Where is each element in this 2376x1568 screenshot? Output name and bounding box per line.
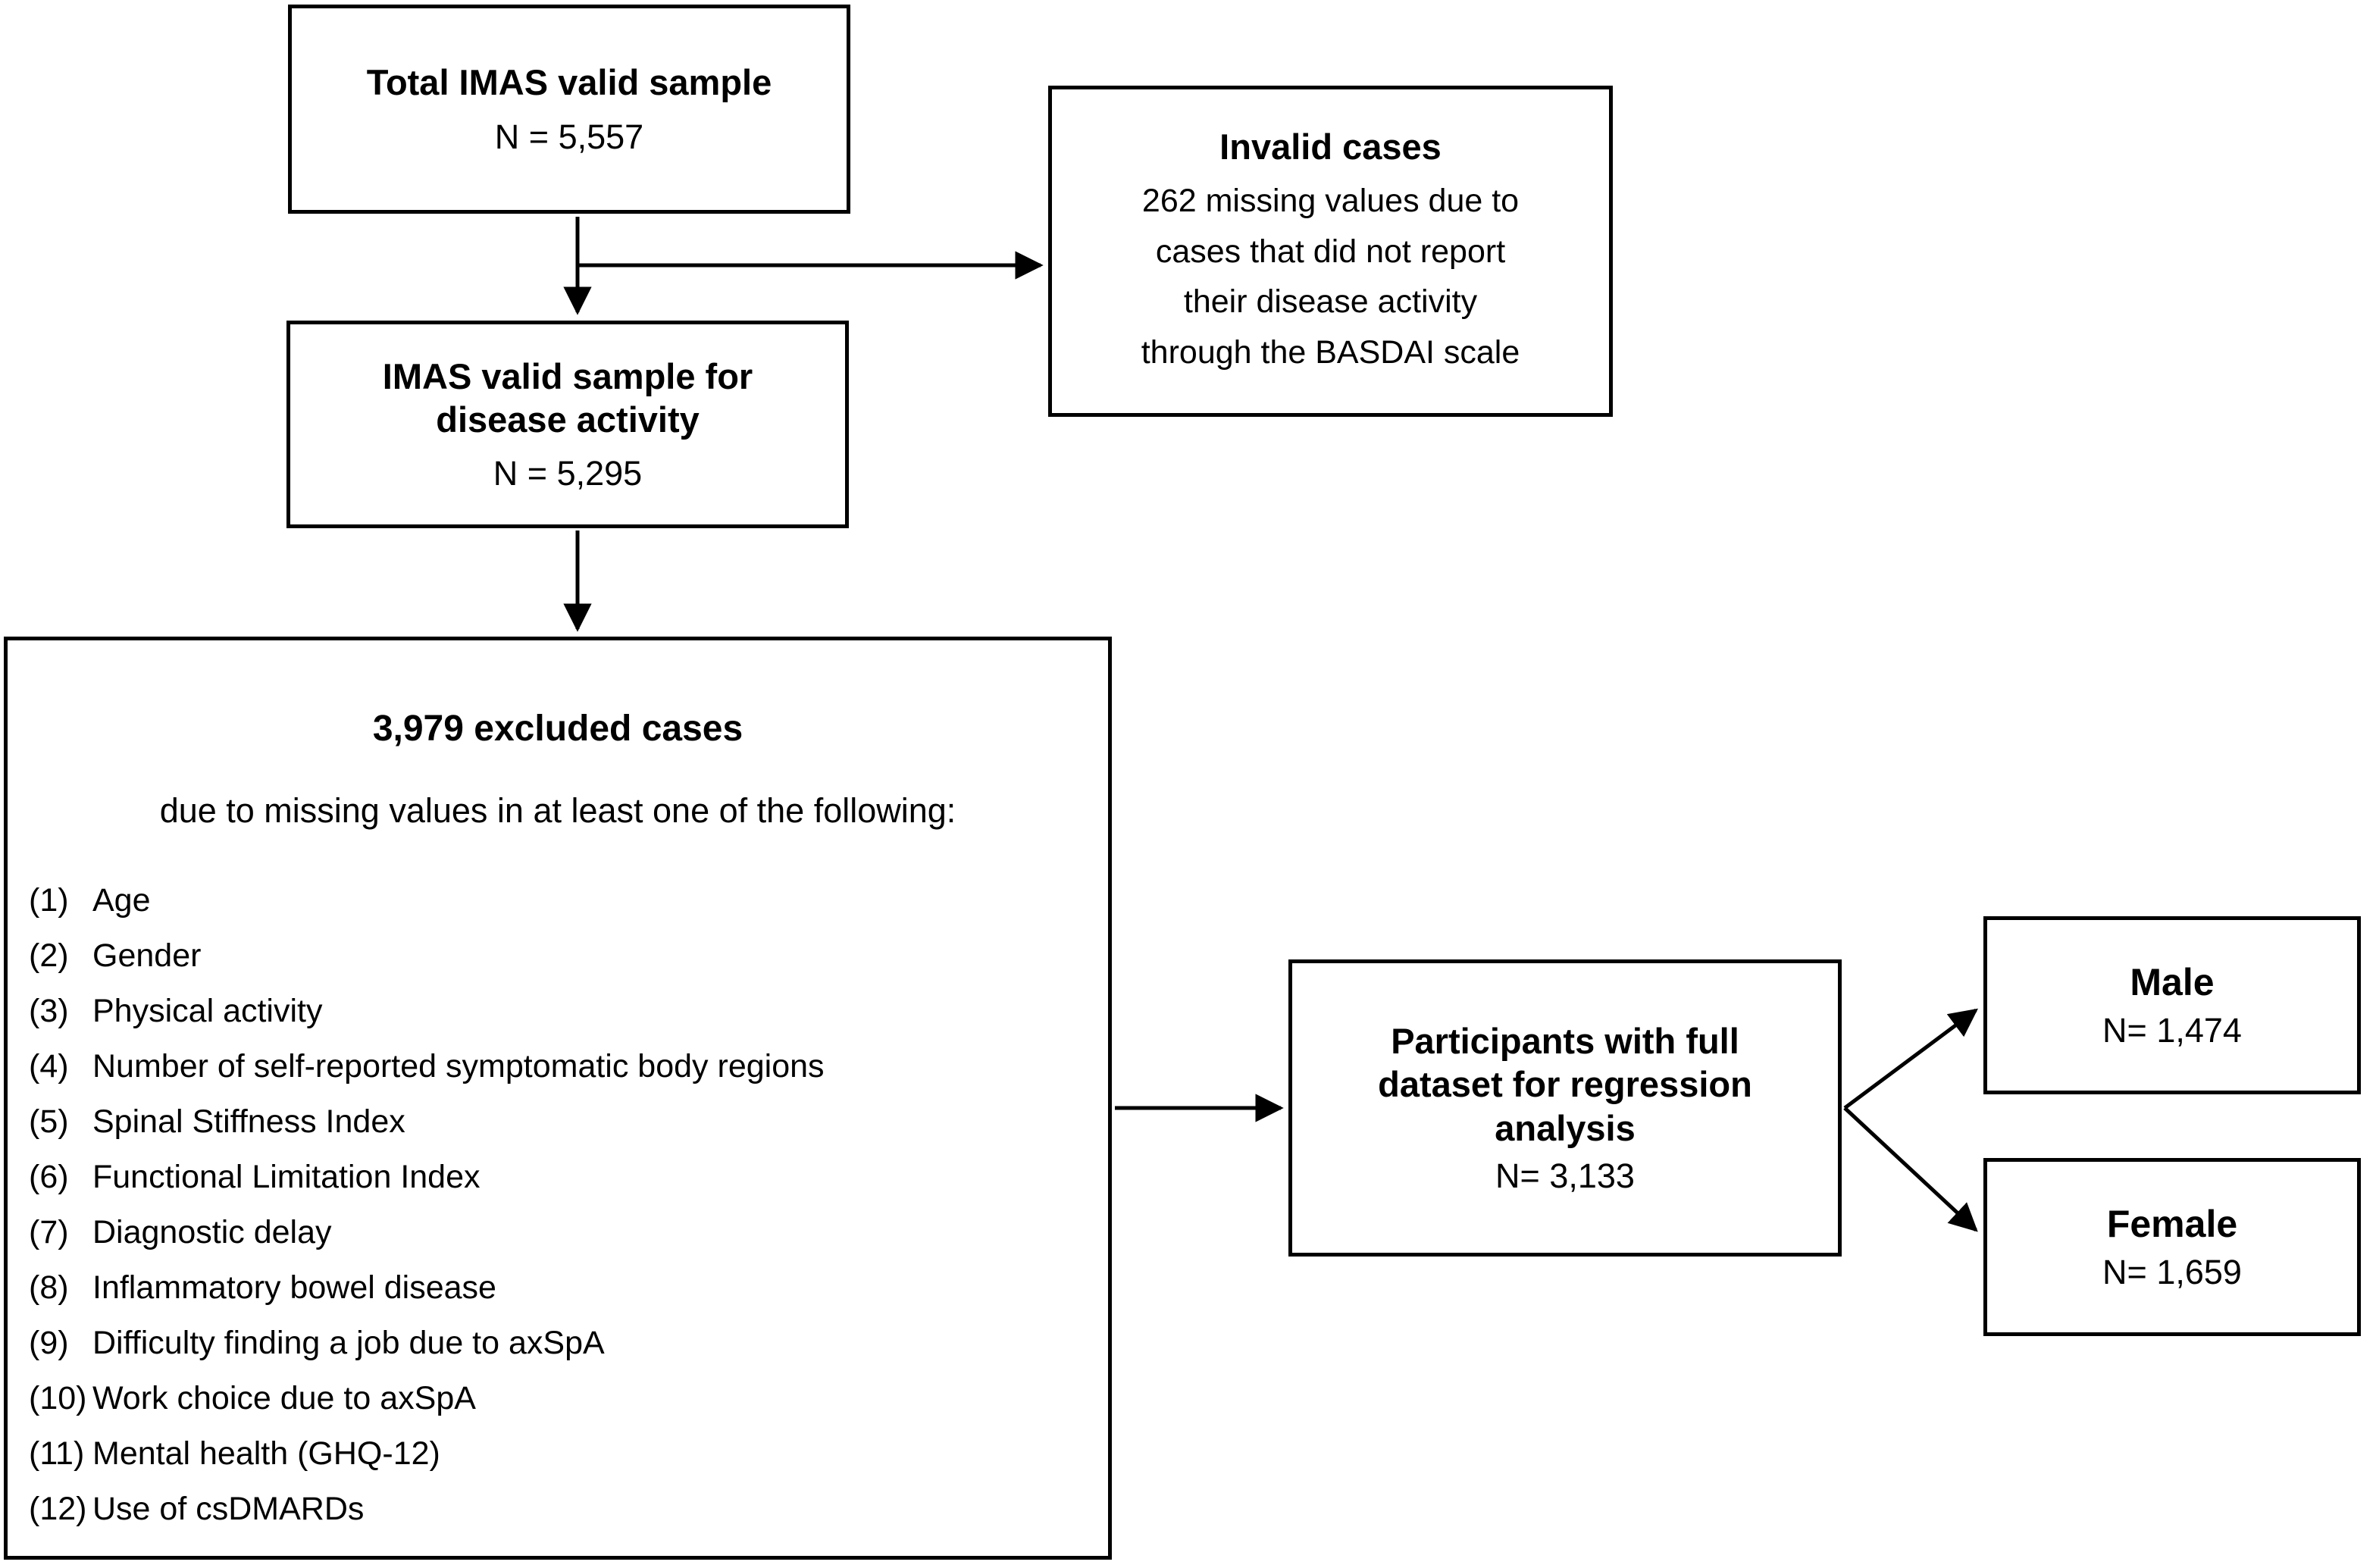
excluded-item: (3) Physical activity bbox=[29, 984, 1108, 1039]
excluded-item: (10)Work choice due to axSpA bbox=[29, 1371, 1108, 1426]
excluded-item-label: Spinal Stiffness Index bbox=[92, 1103, 405, 1140]
box-invalid-cases-title: Invalid cases bbox=[1219, 126, 1442, 167]
excluded-item: (7) Diagnostic delay bbox=[29, 1205, 1108, 1260]
text-line: 262 missing values due to bbox=[1141, 182, 1520, 219]
excluded-item: (6) Functional Limitation Index bbox=[29, 1150, 1108, 1205]
excluded-item: (2) Gender bbox=[29, 928, 1108, 984]
excluded-item: (5) Spinal Stiffness Index bbox=[29, 1094, 1108, 1150]
excluded-item-number: (10) bbox=[29, 1379, 87, 1416]
excluded-item: (9) Difficulty finding a job due to axSpA bbox=[29, 1316, 1108, 1371]
box-participants-n: N= 3,133 bbox=[1495, 1156, 1635, 1195]
excluded-item-number: (2) bbox=[29, 937, 69, 974]
excluded-item-number: (5) bbox=[29, 1103, 69, 1140]
box-male-title: Male bbox=[2130, 961, 2215, 1003]
excluded-item-number: (12) bbox=[29, 1490, 87, 1527]
box-total-sample-n: N = 5,557 bbox=[494, 117, 644, 156]
box-valid-sample-n: N = 5,295 bbox=[493, 454, 643, 493]
excluded-item: (11)Mental health (GHQ-12) bbox=[29, 1426, 1108, 1482]
excluded-item: (12)Use of csDMARDs bbox=[29, 1482, 1108, 1537]
text-line: dataset for regression bbox=[1378, 1064, 1752, 1105]
excluded-list: (1) Age (2) Gender (3) Physical activity (4) Nu… bbox=[8, 873, 1108, 1537]
text-line: their disease activity bbox=[1183, 283, 1478, 321]
excluded-item-number: (9) bbox=[29, 1324, 69, 1361]
box-total-sample: Total IMAS valid sample N = 5,557 bbox=[288, 5, 850, 214]
excluded-item-label: Gender bbox=[92, 937, 202, 974]
text-line: cases that did not report bbox=[1155, 233, 1506, 270]
excluded-item-label: Diagnostic delay bbox=[92, 1213, 332, 1250]
box-male-n: N= 1,474 bbox=[2102, 1011, 2242, 1050]
arrow-participants-to-female bbox=[1843, 1106, 1978, 1232]
excluded-item: (1) Age bbox=[29, 873, 1108, 928]
box-excluded-cases-title: 3,979 excluded cases bbox=[372, 709, 743, 749]
text-line: through the BASDAI scale bbox=[1141, 333, 1520, 371]
box-excluded-cases-subtitle: due to missing values in at least one of… bbox=[159, 790, 956, 830]
excluded-item-label: Physical activity bbox=[92, 992, 323, 1029]
text-line: IMAS valid sample for bbox=[382, 355, 753, 396]
excluded-item-label: Mental health (GHQ-12) bbox=[92, 1435, 440, 1472]
excluded-item-label: Age bbox=[92, 881, 151, 919]
excluded-item: (4) Number of self-reported symptomatic b… bbox=[29, 1039, 1108, 1094]
box-female: Female N= 1,659 bbox=[1983, 1158, 2361, 1336]
excluded-item-label: Functional Limitation Index bbox=[92, 1158, 481, 1195]
box-male: Male N= 1,474 bbox=[1983, 916, 2361, 1094]
box-total-sample-title: Total IMAS valid sample bbox=[366, 62, 772, 103]
excluded-item-number: (7) bbox=[29, 1213, 69, 1250]
box-invalid-cases-body: 262 missing values due to cases that did … bbox=[1141, 176, 1520, 378]
box-female-n: N= 1,659 bbox=[2102, 1253, 2242, 1291]
excluded-item-label: Use of csDMARDs bbox=[92, 1490, 365, 1527]
excluded-item-label: Difficulty finding a job due to axSpA bbox=[92, 1324, 605, 1361]
arrow-participants-to-male bbox=[1843, 1008, 1979, 1110]
excluded-item-number: (4) bbox=[29, 1047, 69, 1084]
excluded-item-label: Work choice due to axSpA bbox=[92, 1379, 476, 1416]
box-excluded-cases: 3,979 excluded cases due to missing valu… bbox=[4, 637, 1112, 1560]
excluded-item-label: Number of self-reported symptomatic body… bbox=[92, 1047, 825, 1084]
excluded-item-number: (1) bbox=[29, 881, 69, 919]
box-female-title: Female bbox=[2106, 1203, 2238, 1245]
text-line: analysis bbox=[1495, 1107, 1636, 1148]
excluded-item-number: (3) bbox=[29, 992, 69, 1029]
box-invalid-cases: Invalid cases 262 missing values due to c… bbox=[1048, 86, 1613, 417]
excluded-item-label: Inflammatory bowel disease bbox=[92, 1269, 496, 1306]
excluded-item: (8) Inflammatory bowel disease bbox=[29, 1260, 1108, 1316]
text-line: Participants with full bbox=[1391, 1021, 1739, 1061]
text-line: disease activity bbox=[436, 399, 700, 440]
excluded-item-number: (11) bbox=[29, 1435, 85, 1472]
excluded-item-number: (8) bbox=[29, 1269, 69, 1306]
excluded-item-number: (6) bbox=[29, 1158, 69, 1195]
